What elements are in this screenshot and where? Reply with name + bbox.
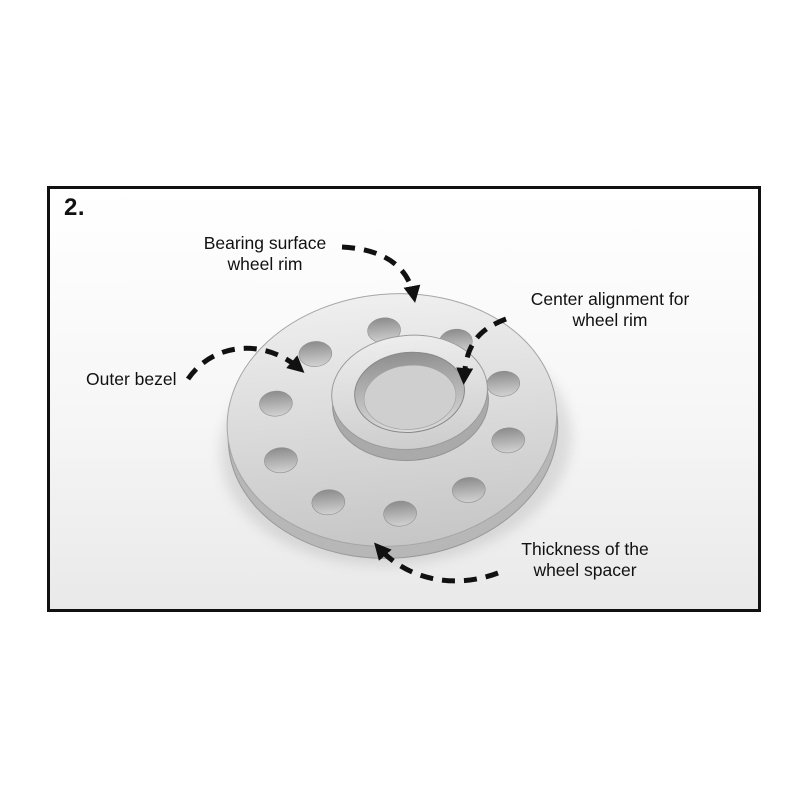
arrow-thickness [374, 542, 499, 584]
bolt-hole [491, 427, 526, 454]
bolt-holes [259, 317, 526, 527]
arrow-center-alignment [456, 316, 507, 385]
wheel-spacer-illustration [185, 244, 572, 584]
bolt-hole [452, 477, 486, 503]
diagram-frame: 2. [47, 186, 761, 612]
arrow-outer-bezel [185, 345, 305, 381]
bolt-hole [264, 447, 298, 474]
wheel-spacer [220, 293, 572, 566]
bolt-hole [259, 390, 293, 417]
bolt-hole [311, 489, 346, 516]
step-number: 2. [64, 194, 86, 221]
center-bore-inner [363, 364, 457, 430]
arrow-bearing-surface [341, 244, 421, 303]
label-center-alignment: Center alignment for wheel rim [530, 289, 690, 330]
label-thickness: Thickness of the wheel spacer [521, 539, 649, 580]
bolt-hole [383, 500, 417, 527]
annotation-arrows [185, 244, 507, 584]
label-bearing-surface: Bearing surface wheel rim [203, 233, 327, 274]
label-outer-bezel: Outer bezel [86, 369, 177, 389]
